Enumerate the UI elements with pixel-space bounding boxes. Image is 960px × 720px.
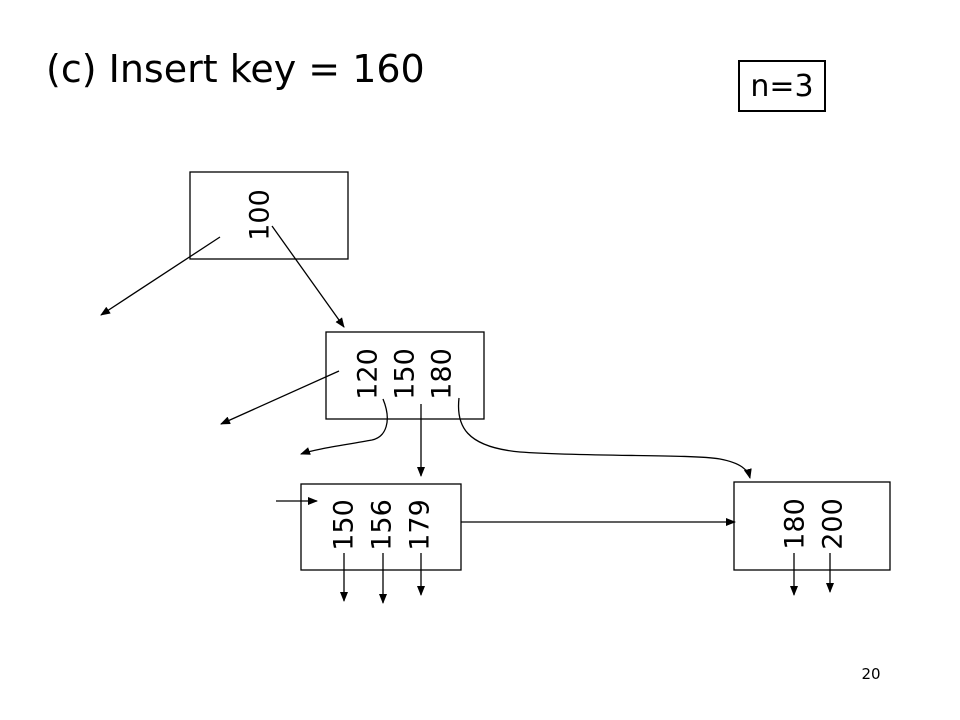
- internal-key-3: 180: [427, 348, 458, 400]
- leaf-left-key-3: 179: [405, 499, 436, 551]
- leaf-left-key-1: 150: [329, 499, 360, 551]
- order-label: n=3: [750, 68, 814, 104]
- slide-title: (c) Insert key = 160: [46, 47, 425, 91]
- internal-key-1: 120: [353, 348, 384, 400]
- leaf-right-key-2: 200: [818, 498, 849, 550]
- internal-pointer-1-arrow: [300, 398, 388, 455]
- root-key: 100: [245, 189, 276, 241]
- leaf-node-left: [300, 483, 462, 571]
- leaf-left-key-2: 156: [367, 499, 398, 551]
- internal-key-2: 150: [390, 348, 421, 400]
- order-label-box: n=3: [738, 60, 826, 112]
- leaf-node-right: [733, 481, 891, 571]
- internal-pointer-0-arrow: [220, 370, 340, 425]
- page-number: 20: [861, 665, 881, 683]
- root-right-pointer-arrow: [271, 225, 345, 328]
- leaf-right-key-1: 180: [780, 498, 811, 550]
- root-left-pointer-arrow: [100, 236, 221, 316]
- internal-node: [325, 331, 485, 420]
- internal-pointer-3-arrow: [457, 397, 752, 479]
- root-node: [189, 171, 349, 260]
